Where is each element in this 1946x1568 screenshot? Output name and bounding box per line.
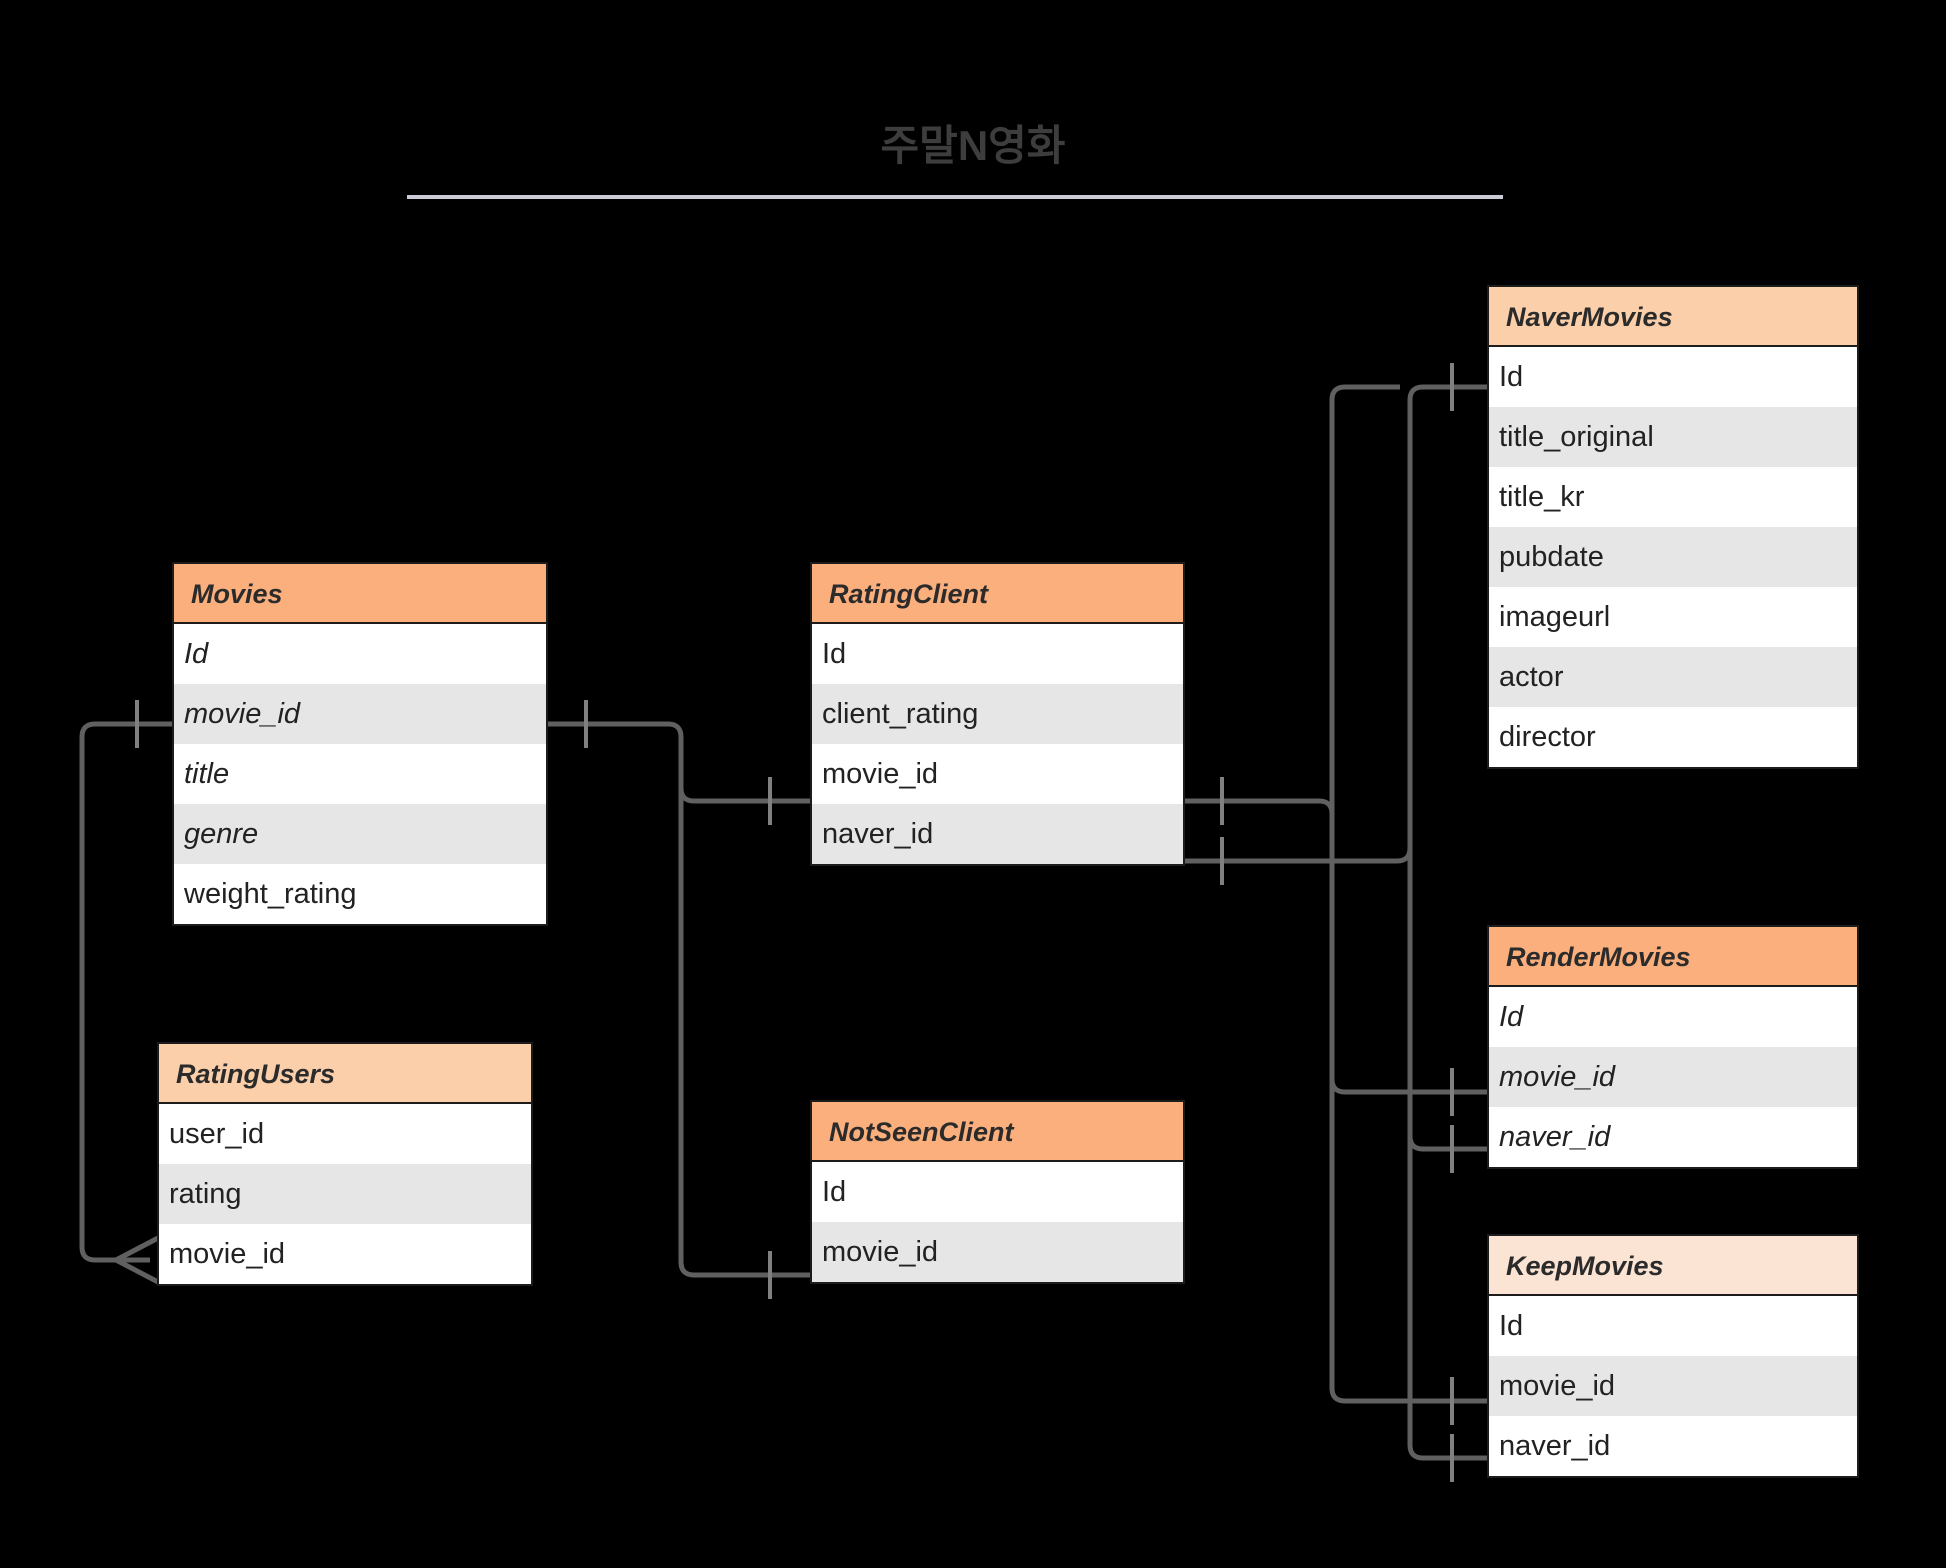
field-ratingusers-rating[interactable]: rating <box>159 1164 531 1224</box>
field-movies-title[interactable]: title <box>174 744 546 804</box>
wire-movies-to-notseenclient <box>678 788 810 1278</box>
wire-inner-trunk-rendermovies <box>1407 848 1487 1152</box>
crowsfoot-ratingusers <box>114 1234 162 1286</box>
wire-inner-trunk-keepmovies <box>1407 1136 1487 1461</box>
field-rendermovies-id[interactable]: Id <box>1489 987 1857 1047</box>
field-ratingclient-client-rating[interactable]: client_rating <box>812 684 1183 744</box>
entity-naver-movies-title: NaverMovies <box>1489 287 1857 347</box>
entity-rating-users[interactable]: RatingUsers user_id rating movie_id <box>157 1042 533 1286</box>
entity-render-movies[interactable]: RenderMovies Id movie_id naver_id <box>1487 925 1859 1169</box>
field-ratingclient-id[interactable]: Id <box>812 624 1183 684</box>
field-movies-weight-rating[interactable]: weight_rating <box>174 864 546 924</box>
page-title: 주말N영화 <box>880 122 1066 169</box>
entity-keep-movies[interactable]: KeepMovies Id movie_id naver_id <box>1487 1234 1859 1478</box>
title-divider <box>407 195 1503 199</box>
field-rendermovies-movie-id[interactable]: movie_id <box>1489 1047 1857 1107</box>
wire-ratingclient-movieid-trunk <box>1185 798 1487 1095</box>
field-navermovies-actor[interactable]: actor <box>1489 647 1857 707</box>
field-navermovies-title-kr[interactable]: title_kr <box>1489 467 1857 527</box>
field-keepmovies-movie-id[interactable]: movie_id <box>1489 1356 1857 1416</box>
field-navermovies-id[interactable]: Id <box>1489 347 1857 407</box>
entity-movies-title: Movies <box>174 564 546 624</box>
field-notseenclient-movie-id[interactable]: movie_id <box>812 1222 1183 1282</box>
field-ratingclient-movie-id[interactable]: movie_id <box>812 744 1183 804</box>
field-navermovies-title-original[interactable]: title_original <box>1489 407 1857 467</box>
entity-movies[interactable]: Movies Id movie_id title genre weight_ra… <box>172 562 548 926</box>
wire-ratingclient-naverid-trunk <box>1185 384 1487 864</box>
wire-outer-trunk-up <box>1329 384 1400 814</box>
entity-naver-movies[interactable]: NaverMovies Id title_original title_kr p… <box>1487 285 1859 769</box>
entity-keep-movies-title: KeepMovies <box>1489 1236 1857 1296</box>
entity-not-seen-client-title: NotSeenClient <box>812 1102 1183 1162</box>
field-ratingclient-naver-id[interactable]: naver_id <box>812 804 1183 864</box>
field-notseenclient-id[interactable]: Id <box>812 1162 1183 1222</box>
field-movies-movie-id[interactable]: movie_id <box>174 684 546 744</box>
field-navermovies-imageurl[interactable]: imageurl <box>1489 587 1857 647</box>
field-navermovies-director[interactable]: director <box>1489 707 1857 767</box>
entity-rating-client-title: RatingClient <box>812 564 1183 624</box>
entity-rating-users-title: RatingUsers <box>159 1044 531 1104</box>
field-movies-genre[interactable]: genre <box>174 804 546 864</box>
field-keepmovies-id[interactable]: Id <box>1489 1296 1857 1356</box>
field-navermovies-pubdate[interactable]: pubdate <box>1489 527 1857 587</box>
field-rendermovies-naver-id[interactable]: naver_id <box>1489 1107 1857 1167</box>
entity-render-movies-title: RenderMovies <box>1489 927 1857 987</box>
field-movies-id[interactable]: Id <box>174 624 546 684</box>
entity-not-seen-client[interactable]: NotSeenClient Id movie_id <box>810 1100 1185 1284</box>
wire-outer-trunk-down <box>1329 1079 1487 1404</box>
field-ratingusers-movie-id[interactable]: movie_id <box>159 1224 531 1284</box>
field-ratingusers-user-id[interactable]: user_id <box>159 1104 531 1164</box>
field-keepmovies-naver-id[interactable]: naver_id <box>1489 1416 1857 1476</box>
wire-movies-to-ratingclient <box>548 721 810 804</box>
entity-rating-client[interactable]: RatingClient Id client_rating movie_id n… <box>810 562 1185 866</box>
